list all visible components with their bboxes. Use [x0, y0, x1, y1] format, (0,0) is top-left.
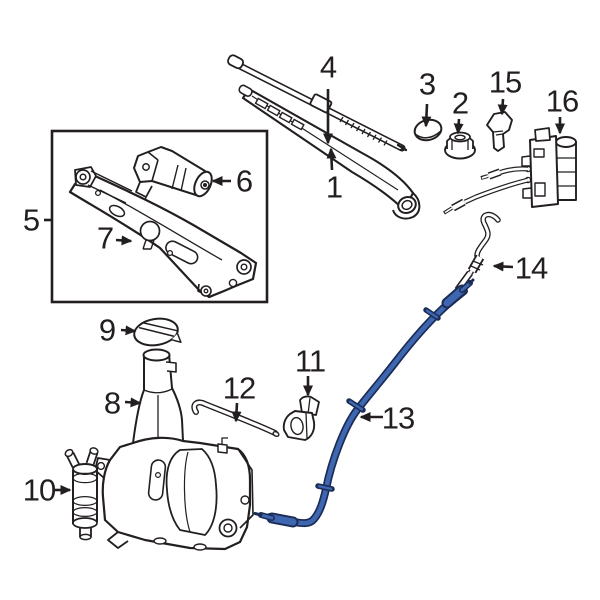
callout-14-label: 14	[514, 250, 548, 286]
callout-12-label: 12	[222, 370, 256, 406]
washer-reservoir-drawing	[94, 348, 254, 551]
callout-16-label: 16	[545, 83, 579, 119]
callout-2-label: 2	[451, 85, 469, 121]
washer-hose-front-drawing	[455, 211, 501, 293]
callout-3-label: 3	[418, 66, 436, 102]
callout-4-label: 4	[319, 49, 337, 85]
callout-9-label: 9	[98, 312, 116, 348]
wiper-blade-drawing	[227, 54, 408, 152]
washer-nozzle-rear-drawing	[486, 111, 513, 152]
pivot-cap-drawing	[413, 118, 443, 142]
callout-6-label: 6	[235, 163, 253, 199]
callout-10-label: 10	[22, 472, 56, 508]
callout-5-label: 5	[22, 202, 40, 238]
highlighted-washer-hose-drawing	[253, 278, 475, 528]
wiper-linkage-drawing	[68, 166, 258, 299]
washer-hose-short-drawing	[191, 399, 280, 438]
callout-arrows	[44, 89, 565, 495]
reservoir-cap-drawing	[133, 317, 182, 347]
callout-11-label: 11	[294, 343, 326, 379]
callout-15-label: 15	[488, 64, 522, 100]
washer-control-module-drawing	[443, 127, 577, 215]
wiper-arm-nut-drawing	[444, 131, 476, 160]
callout-1-label: 1	[325, 169, 343, 205]
callout-13-label: 13	[381, 400, 415, 436]
callout-8-label: 8	[103, 385, 121, 421]
washer-pump-drawing	[64, 447, 99, 541]
callout-7-label: 7	[96, 220, 114, 256]
washer-nozzle-front-drawing	[282, 395, 320, 441]
